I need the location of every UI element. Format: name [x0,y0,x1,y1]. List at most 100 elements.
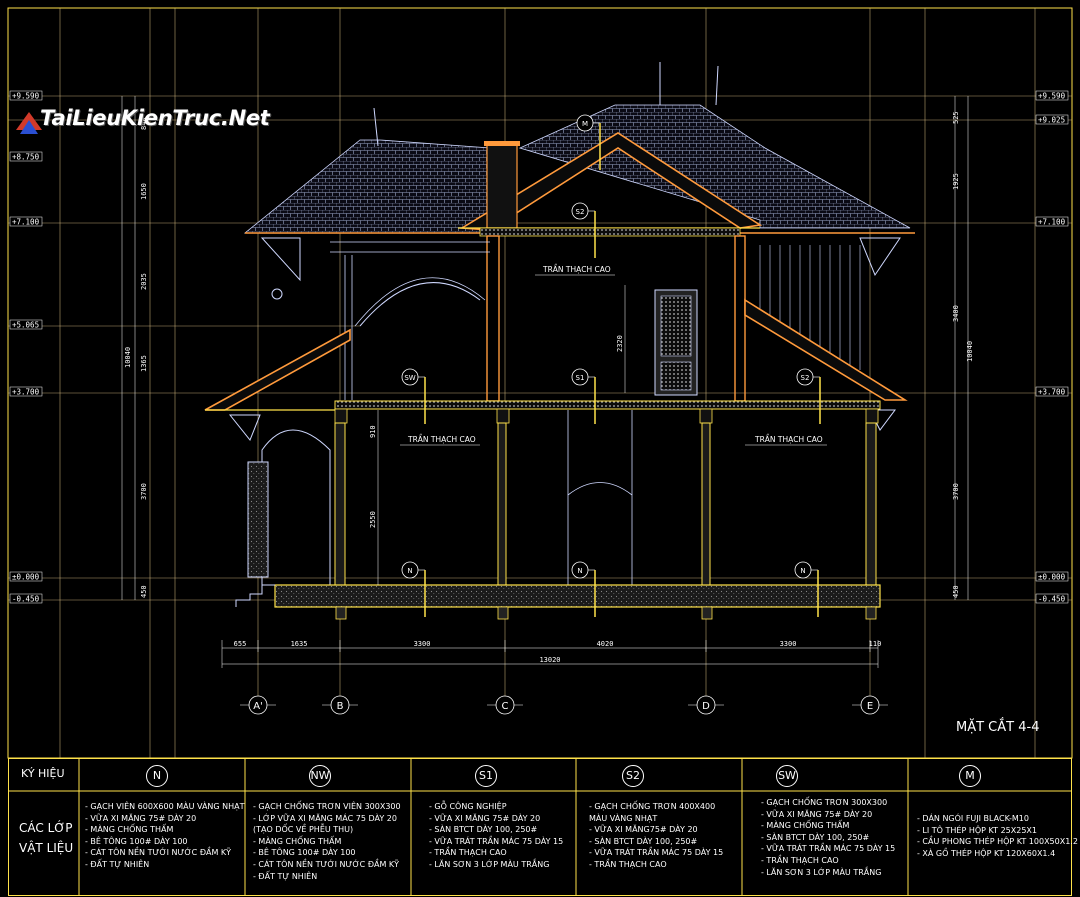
material-line: - XÀ GỒ THÉP HỘP KT 120X60X1.4 [917,848,1056,858]
axis-label: B [337,701,344,712]
material-line: - GẠCH CHỐNG TRƠN 300X300 [761,798,888,807]
horizontal-dimension-lines [221,640,879,668]
ceiling-label: TRẦN THẠCH CAO [754,434,823,444]
upper-arch [359,282,481,327]
tag-s2: S2 [576,208,585,216]
beam [334,408,348,424]
interior-arch [567,482,633,585]
level-lines [8,95,1072,601]
inner-dimension-lines [377,285,626,585]
chimney-cap [484,141,520,146]
dim-text: 2320 [616,335,624,352]
dim-text: 4020 [597,640,614,648]
dim-text: 3400 [952,305,960,322]
tag-s1: S1 [576,374,585,382]
grid-axis-bubbles: A' B C D E [240,695,888,715]
inner-dimension-texts: 2320 910 2550 [369,335,624,528]
entrance-steps [235,584,275,607]
material-line: - VỮA XI MĂNG 75# DÀY 20 [429,813,541,823]
right-level-tags: +9.590 +9.025 +7.100 +3.700 ±0.000 -0.45… [1035,90,1069,604]
dim-text: 10040 [124,347,132,368]
material-line: - CÁT TÔN NỀN TƯỚI NƯỚC ĐẦM KỸ [85,848,232,858]
material-line: - ĐẤT TỰ NHIÊN [85,859,150,869]
sheet-title: MẶT CẮT 4-4 [956,720,1040,735]
dim-text: 1635 [291,640,308,648]
door-glass [660,361,692,391]
legend-column-nw: - GẠCH CHỐNG TRƠN VIÊN 300X300 - LỚP VỮA… [253,801,401,882]
material-line: - VỮA TRÁT TRẦN MÁC 75 DÀY 15 [429,836,564,846]
material-line: - BÊ TÔNG 100# DÀY 100 [85,836,188,846]
level-tag: +8.750 [12,153,40,162]
level-tag: -0.450 [12,595,40,604]
materials-legend: KÝ HIỆU CÁC LỚP VẬT LIỆU N NW S1 S2 SW M… [8,758,1078,896]
level-tag: ±0.000 [12,573,40,582]
legend-symbol: NW [309,765,331,787]
horizontal-dimension-texts: 655 1635 3300 4020 3300 110 13020 [234,640,882,664]
dim-text: 2550 [369,511,377,528]
material-line: - GẠCH VIÊN 600X600 MÀU VÀNG NHẠT [85,802,245,811]
material-line: - BÊ TÔNG 100# DÀY 100 [253,848,356,858]
level-tag: +9.025 [1038,116,1065,125]
dim-text: 3700 [952,483,960,500]
beam [865,408,879,424]
beam [699,408,713,424]
legend-material-header: CÁC LỚP [19,821,73,835]
lower-roof-left [204,328,351,411]
tag-n: N [800,567,805,575]
level-tag: +9.590 [1038,92,1066,101]
level-tag: +7.100 [12,218,40,227]
material-line: - ĐẤT TỰ NHIÊN [253,871,318,881]
ceiling-label: TRẦN THẠCH CAO [542,264,611,274]
legend-symbol-header: KÝ HIỆU [21,767,65,780]
tag-m: M [582,120,588,128]
legend-symbol: S2 [622,765,644,787]
material-line: - SÀN BTCT DÀY 100, 250# [429,825,538,835]
material-line: - MÀNG CHỐNG THẤM [761,821,850,831]
level-tag: +5.065 [12,321,39,330]
material-line: - TRẦN THẠCH CAO [429,848,507,858]
first-floor-slab [334,400,881,410]
dim-text: 3700 [140,483,148,500]
dim-text: 450 [952,585,960,598]
legend-symbol: SW [776,765,798,787]
level-tag: +7.100 [1038,218,1066,227]
dim-text: 1650 [140,183,148,200]
tag-n: N [407,567,412,575]
dim-text: 3300 [414,640,431,648]
porch-arch [261,429,331,585]
dim-text: 3300 [780,640,797,648]
vertical-dimension-lines [121,96,969,600]
axis-label: A' [253,701,263,712]
material-line: - VỮA XI MĂNG 75# DÀY 20 [761,809,873,819]
material-line: - VỮA XI MĂNG75# DÀY 20 [589,825,698,835]
material-line: - SÀN BTCT DÀY 100, 250# [589,836,698,846]
roof-spires [373,62,719,147]
level-tag: +3.700 [12,388,40,397]
material-line: - TRẦN THẠCH CAO [589,859,667,869]
legend-column-sw: - GẠCH CHỐNG TRƠN 300X300 - VỮA XI MĂNG … [761,797,895,878]
level-tag: +9.590 [12,92,40,101]
dim-text: 2035 [140,273,148,290]
material-line: - DÁN NGÓI FUJI BLACK-M10 [917,814,1029,823]
attic-slab [479,227,741,237]
material-line: - LI TÔ THÉP HỘP KT 25X25X1 [917,825,1037,835]
dim-text: 110 [869,640,882,648]
legend-column-m: - DÁN NGÓI FUJI BLACK-M10 - LI TÔ THÉP H… [917,813,1078,859]
chimney [486,141,518,229]
axis-label: D [702,701,710,712]
ceiling-label: TRẦN THẠCH CAO [407,434,476,444]
beam [496,408,510,424]
material-line: - GỖ CÔNG NGHIỆP [429,802,507,811]
ceiling-labels: TRẦN THẠCH CAO TRẦN THẠCH CAO TRẦN THẠCH… [400,264,827,446]
left-level-tags: +9.590 +8.750 +7.100 +5.065 +3.700 ±0.00… [9,90,43,604]
material-line: - LĂN SƠN 3 LỚP MÀU TRẮNG [761,867,882,877]
legend-symbol: M [959,765,981,787]
tag-n: N [577,567,582,575]
legend-column-s2: - GẠCH CHỐNG TRƠN 400X400 MÀU VÀNG NHẠT … [589,801,723,871]
eave-brackets [228,237,901,441]
level-tag: +3.700 [1038,388,1066,397]
material-line: - MÀNG CHỐNG THẤM [85,825,174,835]
level-tag: ±0.000 [1038,573,1066,582]
lower-roof-right [744,298,908,401]
